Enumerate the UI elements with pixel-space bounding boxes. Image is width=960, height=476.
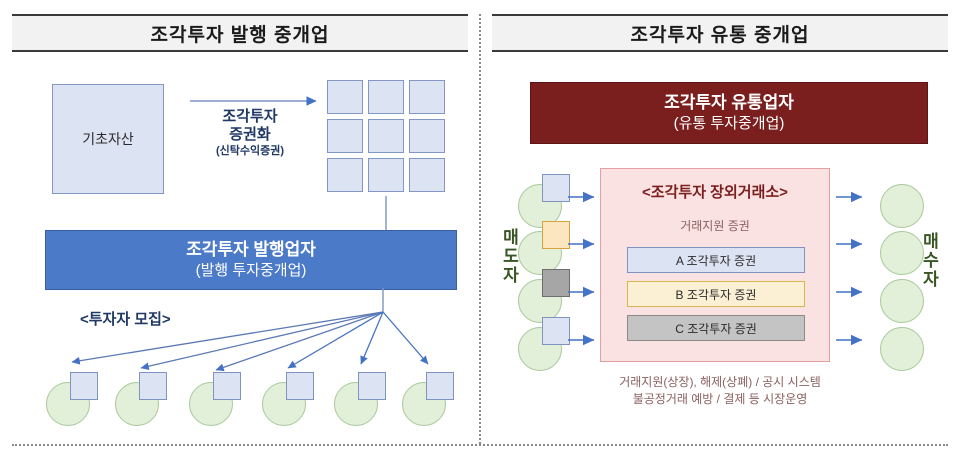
seller-1 xyxy=(518,174,570,228)
distributor-subtitle: (유통 투자중개업) xyxy=(673,114,785,132)
investor-2 xyxy=(115,372,167,426)
seller-4 xyxy=(518,317,570,371)
issuer-to-investor-2-arrow xyxy=(140,311,384,371)
investor-3 xyxy=(189,372,241,426)
otc-exchange-subtitle: 거래지원 증권 xyxy=(680,219,750,233)
underlying-asset-box: 기초자산 xyxy=(52,84,164,194)
investor-4-token-square xyxy=(286,372,314,400)
issuer-subtitle: (발행 투자중개업) xyxy=(195,261,307,279)
buyer-1-circle xyxy=(880,184,924,228)
otc-exchange-box: <조각투자 장외거래소> 거래지원 증권 A 조각투자 증권 B 조각투자 증권… xyxy=(600,168,830,362)
investor-3-token-square xyxy=(213,372,241,400)
market-operation-caption: 거래지원(상장), 해제(상폐) / 공시 시스템 불공정거래 예방 / 결제 … xyxy=(492,374,948,409)
underlying-asset-label: 기초자산 xyxy=(82,131,134,147)
investor-5 xyxy=(334,372,386,426)
buyer-2 xyxy=(874,221,926,275)
investor-6-token-square xyxy=(426,372,454,400)
investor-recruitment-label: <투자자 모집> xyxy=(80,311,171,328)
buyer-3-circle xyxy=(880,279,924,323)
token-cell-8 xyxy=(368,158,404,192)
panel-divider xyxy=(479,14,481,444)
securitization-line2: 증권화 xyxy=(229,125,271,143)
token-cell-2 xyxy=(368,80,404,114)
buyer-1 xyxy=(874,174,926,228)
left-panel-header: 조각투자 발행 중개업 xyxy=(12,14,468,52)
buyer-4-circle xyxy=(880,327,924,371)
seller-2-token-square xyxy=(542,221,570,249)
issuer-to-investor-6-arrow xyxy=(382,311,429,365)
investor-1-token-square xyxy=(70,372,98,400)
seller-3 xyxy=(518,269,570,323)
investor-1 xyxy=(46,372,98,426)
securitization-line1: 조각투자 xyxy=(222,108,278,125)
buyer-label-char-1: 매 xyxy=(923,232,939,251)
security-row-a: A 조각투자 증권 xyxy=(627,247,805,273)
right-panel-header: 조각투자 유통 중개업 xyxy=(492,14,948,52)
token-cell-9 xyxy=(409,158,445,192)
seller-label-char-2: 도 xyxy=(503,247,519,267)
investor-2-token-square xyxy=(139,372,167,400)
issuer-to-investor-3-arrow xyxy=(215,311,384,372)
investor-4 xyxy=(262,372,314,426)
seller-label-char-1: 매 xyxy=(503,228,519,247)
buyer-2-circle xyxy=(880,231,924,275)
token-cell-5 xyxy=(368,119,404,153)
otc-exchange-title: <조각투자 장외거래소> xyxy=(642,184,788,201)
buyer-label-char-3: 자 xyxy=(923,270,939,290)
buyer-4 xyxy=(874,317,926,371)
right-panel-header-title: 조각투자 유통 중개업 xyxy=(630,24,810,46)
issuer-to-investor-4-arrow xyxy=(287,311,384,369)
seller-label-char-3: 자 xyxy=(503,266,519,286)
token-cell-6 xyxy=(409,119,445,153)
token-grid xyxy=(327,80,445,192)
token-cell-1 xyxy=(327,80,363,114)
seller-2 xyxy=(518,221,570,275)
distributor-title: 조각투자 유통업자 xyxy=(664,93,794,113)
bottom-divider xyxy=(12,444,948,446)
securitization-note: (신탁수익증권) xyxy=(215,145,285,158)
investor-6 xyxy=(402,372,454,426)
seller-4-token-square xyxy=(542,317,570,345)
issuer-to-investor-5-arrow xyxy=(360,311,384,365)
token-cell-3 xyxy=(409,80,445,114)
token-cell-4 xyxy=(327,119,363,153)
investor-5-token-square xyxy=(358,372,386,400)
seller-3-token-square xyxy=(542,269,570,297)
caption-line-2: 불공정거래 예방 / 결제 등 시장운영 xyxy=(632,392,808,407)
security-row-c: C 조각투자 증권 xyxy=(627,315,805,341)
issuer-title: 조각투자 발행업자 xyxy=(186,240,316,260)
caption-line-1: 거래지원(상장), 해제(상폐) / 공시 시스템 xyxy=(619,375,821,389)
issuer-bar: 조각투자 발행업자 (발행 투자중개업) xyxy=(45,230,457,290)
buyer-3 xyxy=(874,269,926,323)
buyer-label-char-2: 수 xyxy=(923,251,939,271)
securitization-label: 조각투자 증권화 (신탁수익증권) xyxy=(186,108,314,158)
left-panel-header-title: 조각투자 발행 중개업 xyxy=(150,24,330,46)
security-row-b: B 조각투자 증권 xyxy=(627,281,805,307)
seller-1-token-square xyxy=(542,174,570,202)
distributor-bar: 조각투자 유통업자 (유통 투자중개업) xyxy=(530,82,928,144)
token-cell-7 xyxy=(327,158,363,192)
